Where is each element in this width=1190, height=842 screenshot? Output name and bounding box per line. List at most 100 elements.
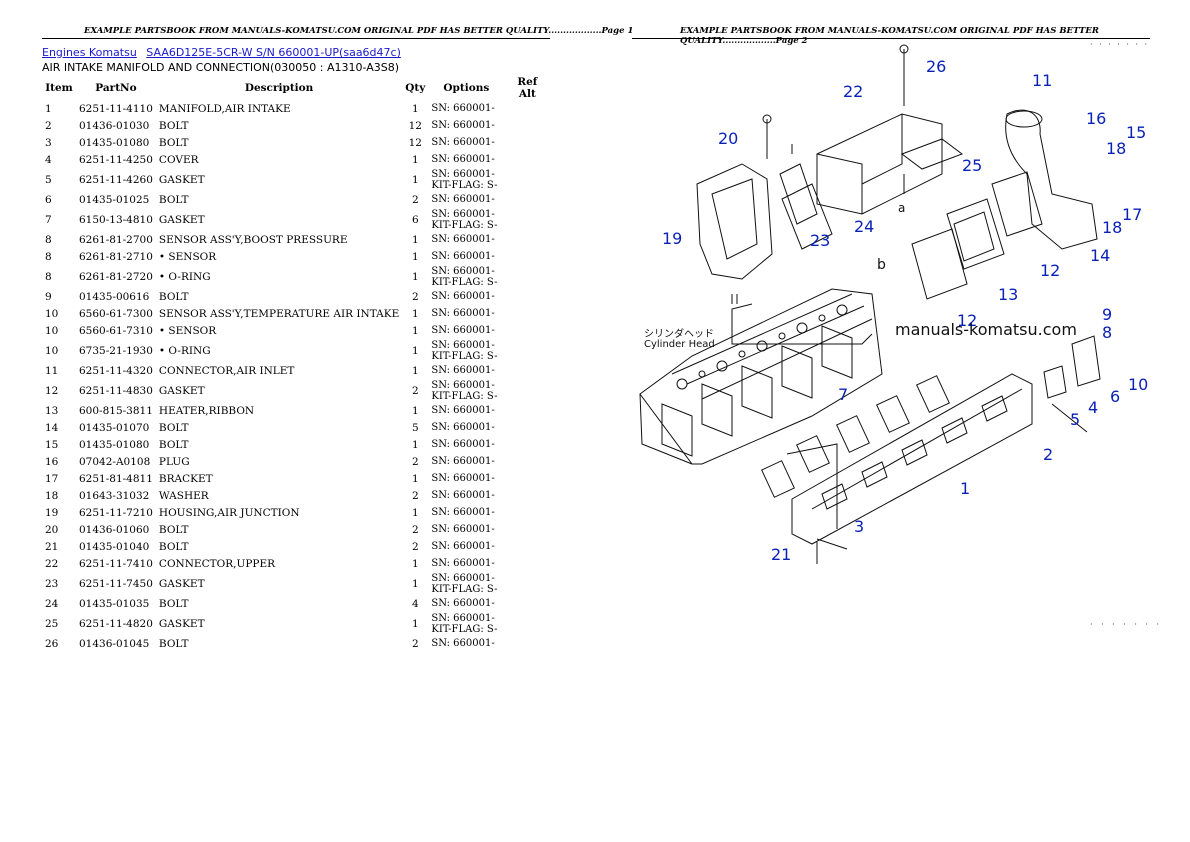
description-cell: MANIFOLD,AIR INTAKE bbox=[158, 102, 291, 115]
ref-alt-cell bbox=[504, 419, 550, 436]
callout-8: 8 bbox=[1102, 323, 1112, 342]
qty-cell: 1 bbox=[411, 557, 419, 570]
options-cell: SN: 660001- bbox=[428, 635, 504, 652]
section-title: AIR INTAKE MANIFOLD AND CONNECTION(03005… bbox=[42, 61, 400, 74]
partno-cell: 01435-01080 bbox=[79, 136, 150, 149]
options-cell: SN: 660001-KIT-FLAG: S- bbox=[428, 265, 504, 288]
qty-cell: 1 bbox=[411, 153, 419, 166]
qty-cell: 1 bbox=[411, 307, 419, 320]
item-cell: 8 bbox=[45, 270, 52, 283]
drawing-serial: · · · · · · · bbox=[1090, 620, 1163, 629]
ref-alt-cell bbox=[504, 151, 550, 168]
col-header-options: Options bbox=[443, 82, 490, 94]
options-sn: SN: 660001- bbox=[431, 473, 495, 484]
qty-cell: 1 bbox=[411, 404, 419, 417]
qty-cell: 1 bbox=[411, 364, 419, 377]
options-sn: SN: 660001- bbox=[431, 154, 495, 165]
options-sn: SN: 660001- bbox=[431, 598, 495, 609]
col-header-partno: PartNo bbox=[95, 82, 137, 94]
qty-cell: 2 bbox=[411, 523, 419, 536]
qty-cell: 12 bbox=[408, 136, 422, 149]
reference-letter-b: b bbox=[877, 257, 886, 273]
partno-cell: 6150-13-4810 bbox=[79, 213, 153, 226]
item-cell: 1 bbox=[45, 102, 52, 115]
ref-alt-cell bbox=[504, 322, 550, 339]
callout-17: 17 bbox=[1122, 205, 1142, 224]
reference-letter-a: a bbox=[898, 201, 905, 215]
qty-cell: 1 bbox=[411, 250, 419, 263]
description-cell: BOLT bbox=[158, 193, 189, 206]
item-cell: 10 bbox=[45, 344, 59, 357]
callout-13: 13 bbox=[998, 285, 1018, 304]
callout-16: 16 bbox=[1086, 109, 1106, 128]
ref-alt-cell bbox=[504, 117, 550, 134]
description-cell: COVER bbox=[158, 153, 199, 166]
partno-cell: 6251-11-4830 bbox=[79, 384, 153, 397]
options-sn: SN: 660001- bbox=[431, 194, 495, 205]
qty-cell: 1 bbox=[411, 102, 419, 115]
qty-cell: 1 bbox=[411, 173, 419, 186]
options-sn: SN: 660001- bbox=[431, 120, 495, 131]
callout-2: 2 bbox=[1043, 445, 1053, 464]
item-cell: 24 bbox=[45, 597, 59, 610]
breadcrumb-link-model[interactable]: SAA6D125E-5CR-W S/N 660001-UP(saa6d47c) bbox=[146, 46, 401, 59]
header-rule-left bbox=[42, 38, 550, 39]
item-cell: 18 bbox=[45, 489, 59, 502]
options-cell: SN: 660001-KIT-FLAG: S- bbox=[428, 379, 504, 402]
item-cell: 13 bbox=[45, 404, 59, 417]
description-cell: BOLT bbox=[158, 540, 189, 553]
air-junction-housing-drawing bbox=[696, 163, 773, 304]
col-header-qty: Qty bbox=[405, 82, 426, 94]
item-cell: 10 bbox=[45, 324, 59, 337]
options-sn: SN: 660001- bbox=[431, 558, 495, 569]
options-cell: SN: 660001- bbox=[428, 487, 504, 504]
description-cell: BOLT bbox=[158, 136, 189, 149]
options-cell: SN: 660001- bbox=[428, 322, 504, 339]
options-sn: SN: 660001- bbox=[431, 439, 495, 450]
callout-5: 5 bbox=[1070, 410, 1080, 429]
qty-cell: 6 bbox=[411, 213, 419, 226]
ref-alt-cell bbox=[504, 231, 550, 248]
ref-alt-cell bbox=[504, 168, 550, 191]
ref-alt-cell bbox=[504, 100, 550, 117]
options-cell: SN: 660001- bbox=[428, 305, 504, 322]
options-kit-flag: KIT-FLAG: S- bbox=[431, 583, 498, 595]
description-cell: HEATER,RIBBON bbox=[158, 404, 255, 417]
dot-leader: · · · · · · · bbox=[1090, 40, 1150, 49]
qty-cell: 2 bbox=[411, 384, 419, 397]
ref-alt-cell bbox=[504, 555, 550, 572]
breadcrumb: Engines Komatsu SAA6D125E-5CR-W S/N 6600… bbox=[42, 46, 407, 59]
item-cell: 25 bbox=[45, 617, 59, 630]
item-cell: 8 bbox=[45, 233, 52, 246]
options-sn: SN: 660001- bbox=[431, 456, 495, 467]
description-cell: • O-RING bbox=[158, 344, 211, 357]
options-cell: SN: 660001-KIT-FLAG: S- bbox=[428, 339, 504, 362]
description-cell: SENSOR ASS'Y,BOOST PRESSURE bbox=[158, 233, 348, 246]
ref-alt-cell bbox=[504, 572, 550, 595]
table-header-row: Item PartNo Description Qty Options Ref … bbox=[42, 76, 550, 100]
options-sn: SN: 660001- bbox=[431, 234, 495, 245]
options-kit-flag: KIT-FLAG: S- bbox=[431, 390, 498, 402]
partno-cell: 6735-21-1930 bbox=[79, 344, 153, 357]
options-cell: SN: 660001- bbox=[428, 288, 504, 305]
callout-22: 22 bbox=[843, 82, 863, 101]
options-cell: SN: 660001- bbox=[428, 100, 504, 117]
description-cell: GASKET bbox=[158, 577, 205, 590]
options-sn: SN: 660001- bbox=[431, 308, 495, 319]
description-cell: GASKET bbox=[158, 213, 205, 226]
callout-26: 26 bbox=[926, 57, 946, 76]
options-cell: SN: 660001- bbox=[428, 191, 504, 208]
partno-cell: 6251-81-4811 bbox=[79, 472, 153, 485]
breadcrumb-link-engines[interactable]: Engines Komatsu bbox=[42, 46, 137, 59]
qty-cell: 1 bbox=[411, 233, 419, 246]
ref-alt-cell bbox=[504, 487, 550, 504]
